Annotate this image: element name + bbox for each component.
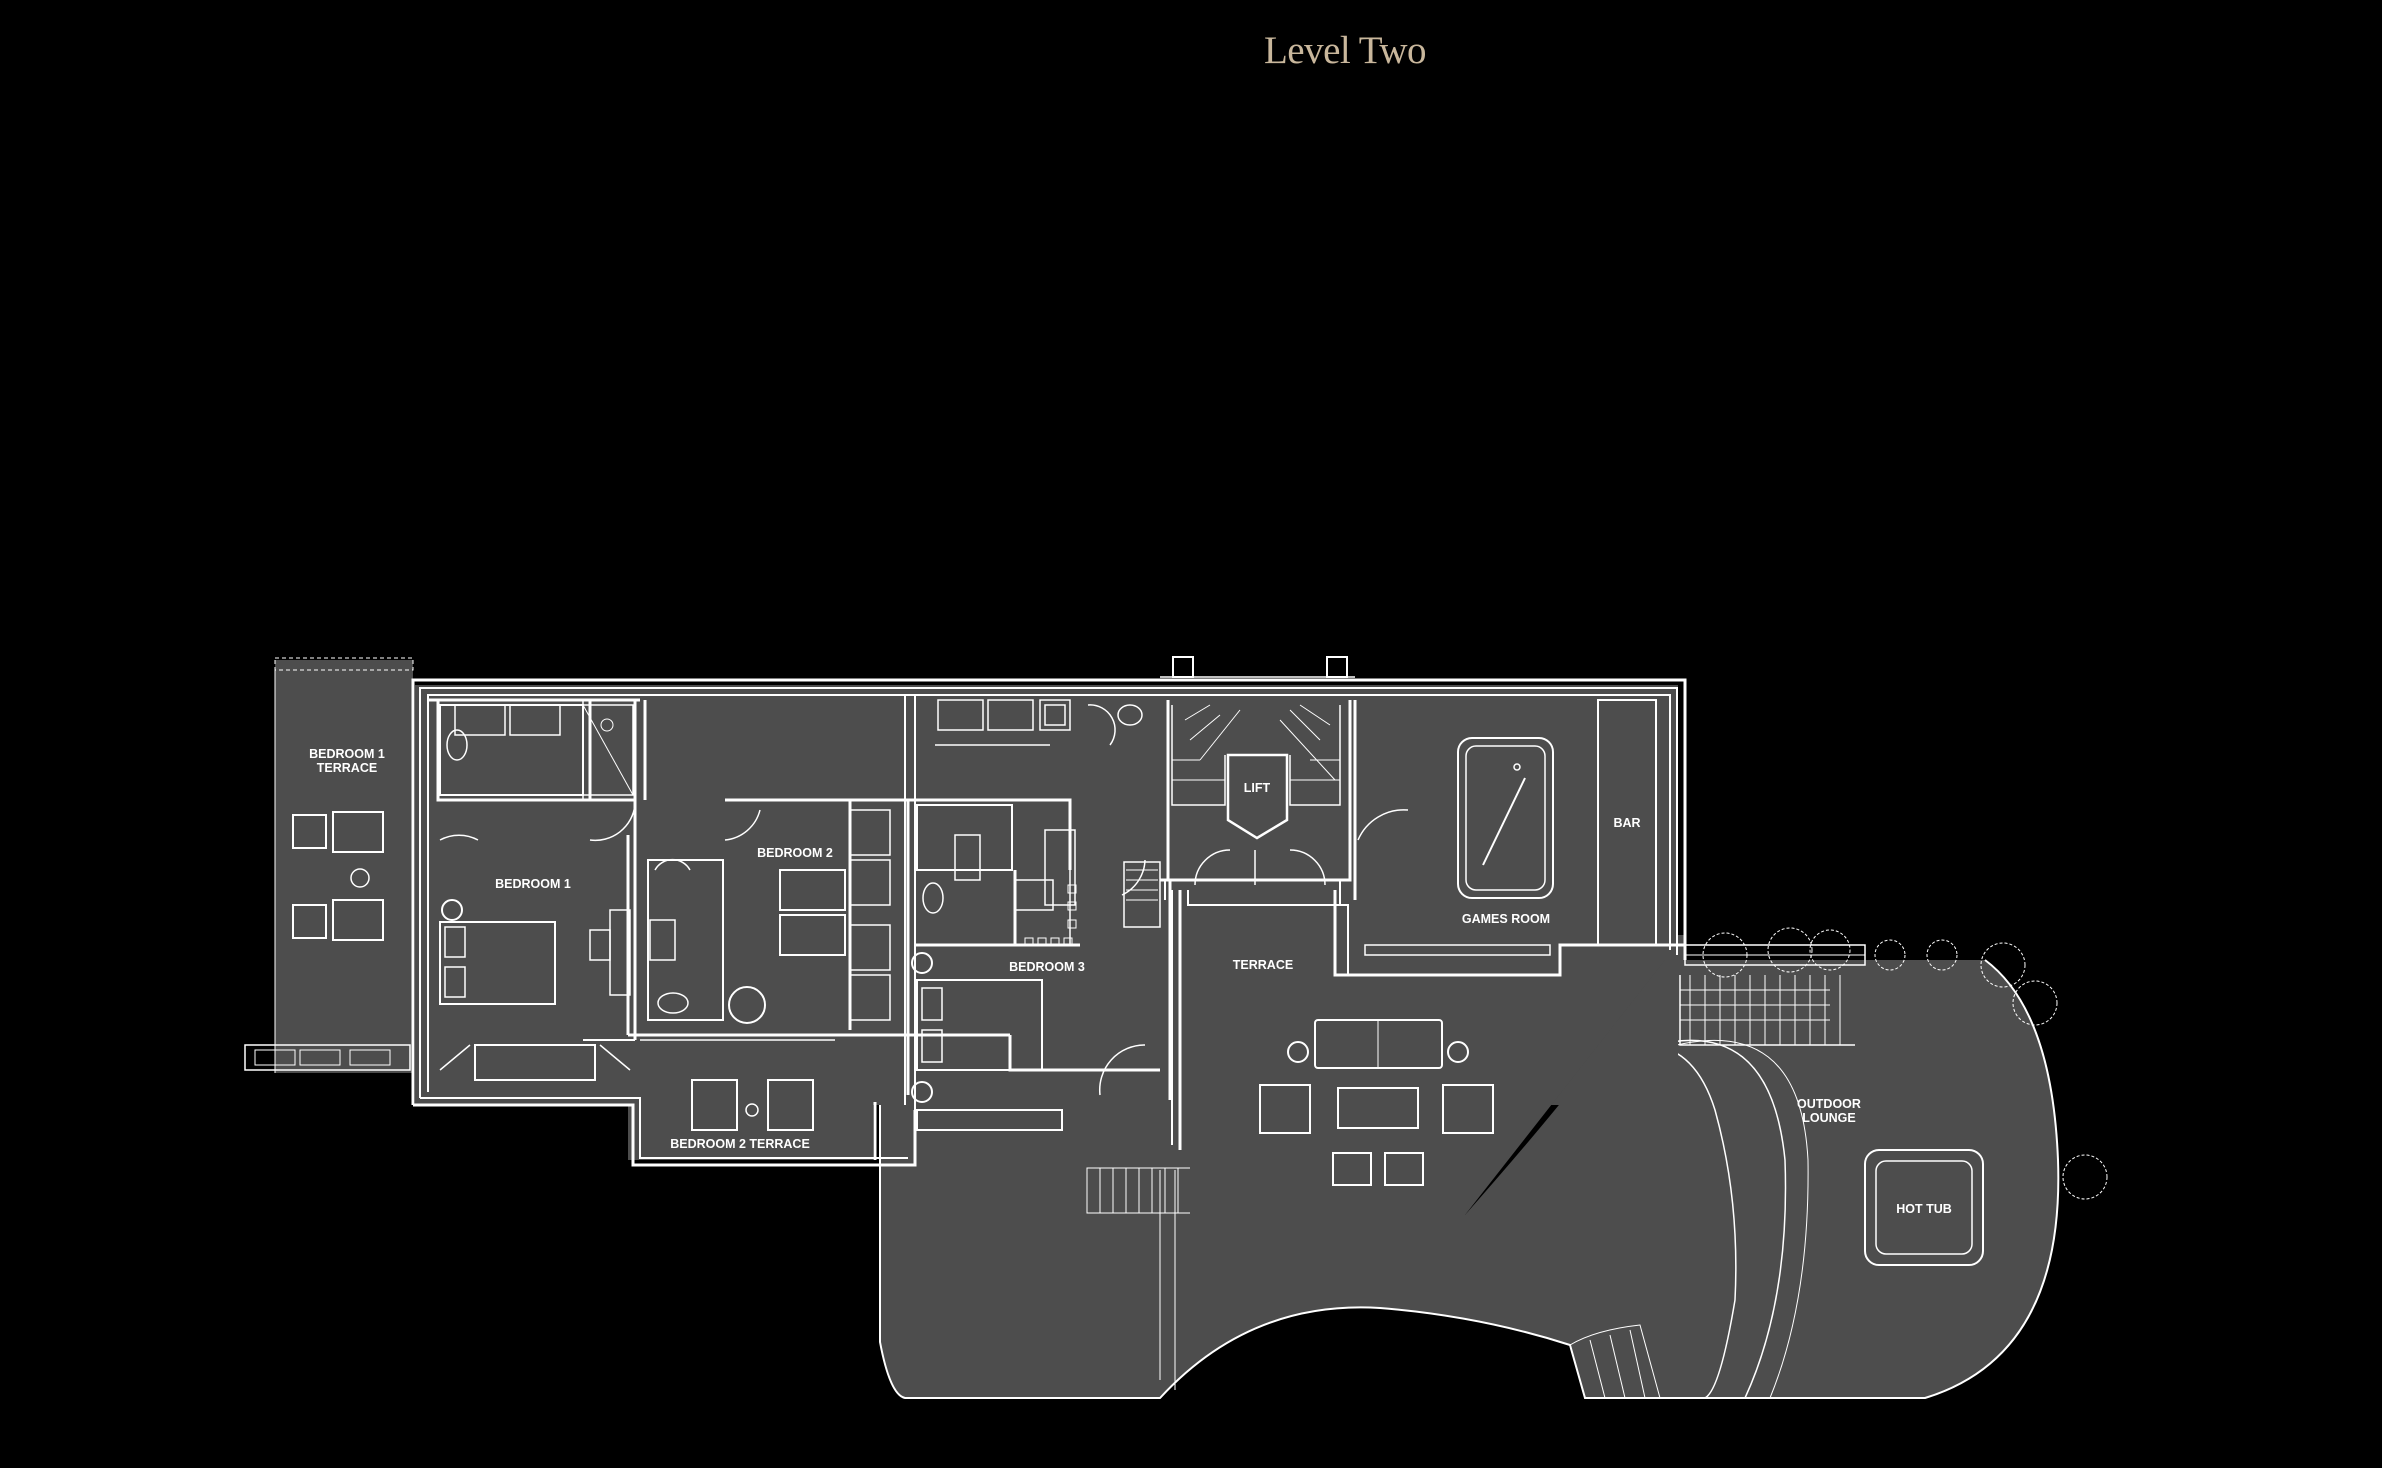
label-outdoor-lounge-line1: OUTDOOR [1797,1097,1861,1111]
page-title: Level Two [1263,29,1427,72]
label-hot-tub: HOT TUB [1896,1202,1952,1216]
label-games-room: GAMES ROOM [1462,912,1550,926]
room-labels: BEDROOM 1 TERRACE BEDROOM 1 BEDROOM 2 BE… [309,747,1952,1216]
label-bedroom2: BEDROOM 2 [757,846,833,860]
interior-walls [428,695,1357,1110]
label-bedroom1-terrace-line1: BEDROOM 1 [309,747,385,761]
stair-lift [1171,704,1409,886]
bedroom3-fixtures [911,804,1161,1131]
label-bedroom3: BEDROOM 3 [1009,960,1085,974]
games-room-fixtures [1364,699,1657,956]
label-bedroom2-terrace: BEDROOM 2 TERRACE [670,1137,810,1151]
bedroom2-fixtures [647,699,1143,1024]
bedroom1-fixtures [439,704,636,1081]
label-outdoor-lounge-line2: LOUNGE [1802,1111,1855,1125]
label-bedroom1: BEDROOM 1 [495,877,571,891]
label-terrace: TERRACE [1233,958,1293,972]
bedroom2-terrace-furniture [691,1079,814,1131]
building-floor [415,685,1685,1215]
bedroom1-terrace-area [244,657,414,1073]
label-bedroom1-terrace-line2: TERRACE [317,761,377,775]
label-bar: BAR [1613,816,1640,830]
hot-tub [1864,1149,1984,1266]
exterior-walls [411,656,1866,1167]
terrace-furniture [1259,1019,1494,1186]
label-lift: LIFT [1244,781,1271,795]
shrubs [1702,927,2108,1200]
